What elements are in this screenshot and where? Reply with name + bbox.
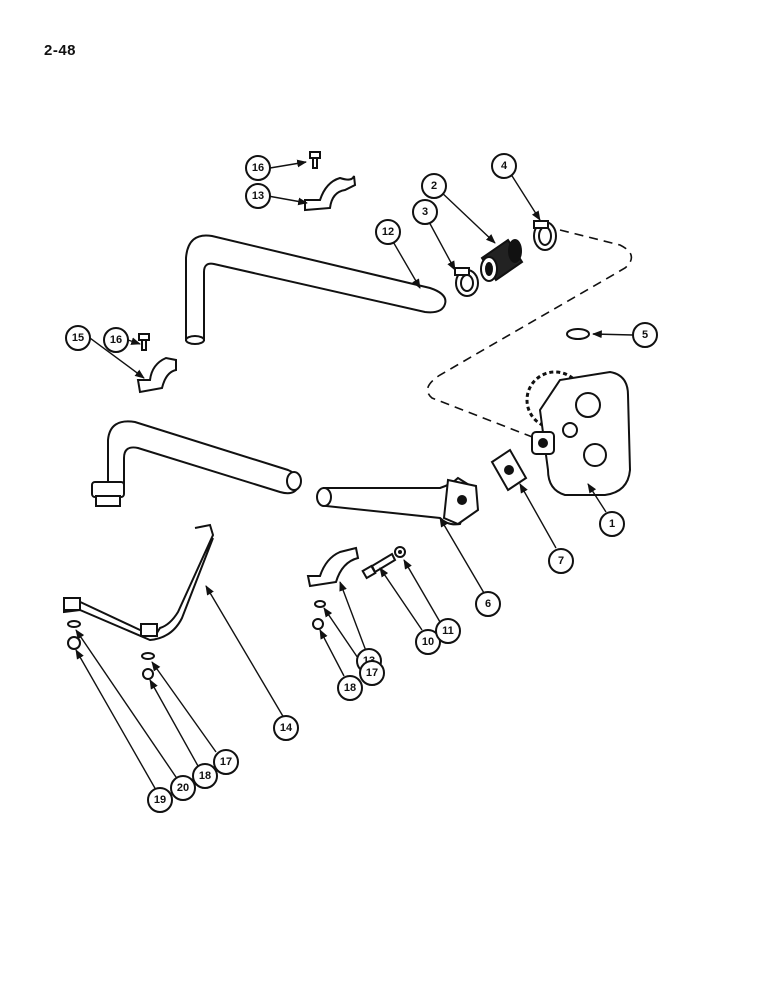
nut [394,546,406,558]
callout-label: 20 [177,782,189,794]
assembly-dashed-line [426,229,633,441]
callout-12: 12 [375,219,401,245]
outlet-pipe [316,476,480,526]
callout-3: 3 [412,199,438,225]
callout-label: 4 [501,160,508,172]
callout-10: 10 [415,629,441,655]
callout-label: 19 [154,794,166,806]
nut [312,618,324,630]
callout-label: 5 [642,329,648,341]
callout-17-left: 17 [213,749,239,775]
callout-18-left: 18 [192,763,218,789]
callout-20: 20 [170,775,196,801]
callout-7: 7 [548,548,574,574]
callout-5: 5 [632,322,658,348]
callout-label: 13 [252,190,264,202]
bolt [309,151,321,169]
hose-clamp [454,267,479,297]
callout-16-lower: 16 [103,327,129,353]
callout-label: 10 [422,636,434,648]
callout-11: 11 [435,618,461,644]
hose-clamp-bracket [306,546,360,588]
hose-clamp-bracket [304,175,357,212]
upper-hose [185,234,447,345]
pump-assembly [525,370,632,496]
bolt-head [67,636,81,650]
callout-16-upper: 16 [245,155,271,181]
callout-label: 2 [431,180,437,192]
washer [67,620,81,628]
callout-label: 18 [344,682,356,694]
callout-17-right: 17 [359,660,385,686]
callout-14: 14 [273,715,299,741]
callout-label: 3 [422,206,428,218]
leader-lines [75,159,634,791]
washer [141,652,155,660]
callout-15: 15 [65,325,91,351]
callout-label: 17 [220,756,232,768]
callout-label: 17 [366,667,378,679]
callout-label: 7 [558,555,564,567]
callout-label: 12 [382,226,394,238]
washer [314,600,326,608]
callout-label: 15 [72,332,84,344]
hose-clamp [533,220,557,251]
support-bracket [63,523,215,642]
callout-6: 6 [475,591,501,617]
hose-clamp-bracket [136,356,177,394]
callout-label: 18 [199,770,211,782]
callout-label: 1 [609,518,615,530]
page-number: 2-48 [44,42,77,59]
nut [142,668,154,680]
gasket [490,448,528,492]
callout-2: 2 [421,173,447,199]
callout-label: 6 [485,598,491,610]
callout-label: 16 [252,162,264,174]
bolt [361,552,397,580]
o-ring [566,328,590,340]
callout-1: 1 [599,511,625,537]
callout-13-upper: 13 [245,183,271,209]
bolt [138,333,150,351]
callout-label: 14 [280,722,293,734]
callout-18-right: 18 [337,675,363,701]
callout-label: 11 [442,625,454,637]
hose-coupling [480,238,524,282]
callout-label: 16 [110,334,122,346]
callout-4: 4 [491,153,517,179]
lower-hose [91,420,302,507]
callout-19: 19 [147,787,173,813]
